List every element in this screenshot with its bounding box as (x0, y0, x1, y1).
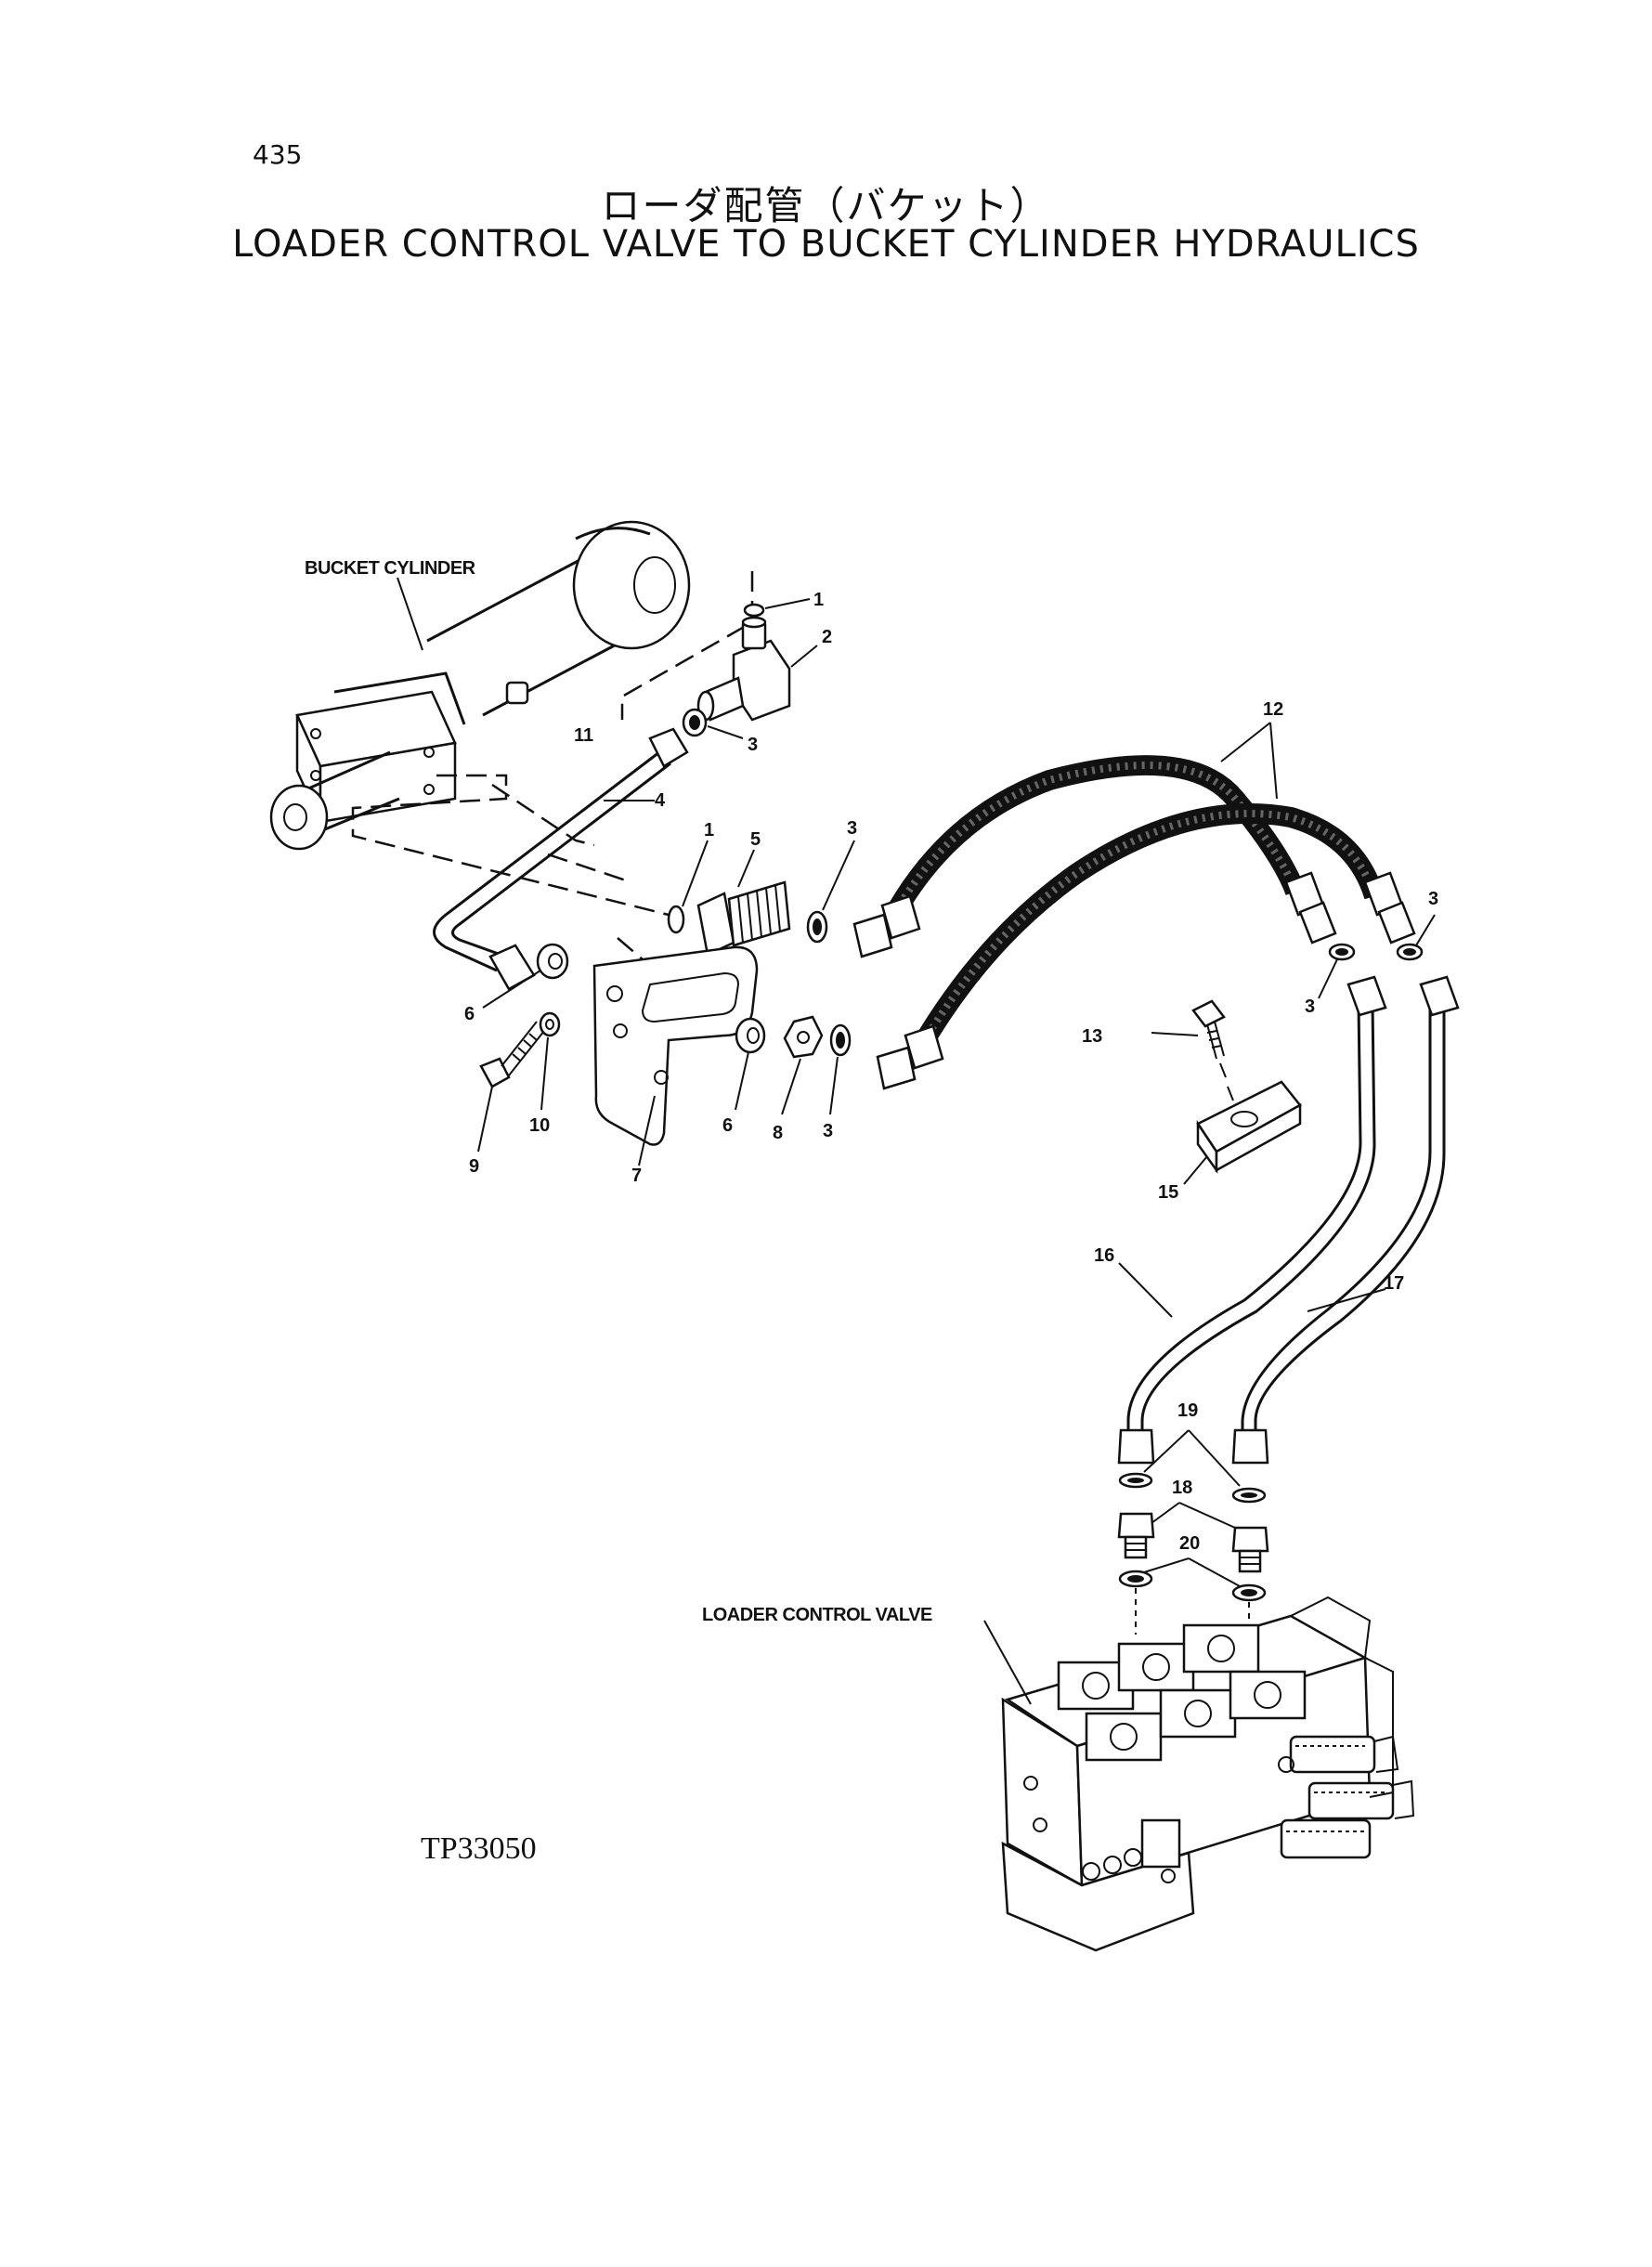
bucket-cylinder-label: BUCKET CYLINDER (305, 558, 476, 579)
part-3-seal-b (806, 840, 855, 944)
callout-20: 20 (1179, 1533, 1200, 1554)
part-12-hoses (852, 722, 1416, 1090)
loader-control-valve (983, 1596, 1415, 1952)
part-6-washer-left (482, 943, 569, 1009)
callout-7: 7 (631, 1166, 642, 1186)
callout-3-right-mid: 3 (1305, 997, 1315, 1017)
part-8-nut (781, 1015, 824, 1115)
callout-5: 5 (750, 829, 761, 850)
callout-3-upper: 3 (748, 735, 758, 755)
callout-9: 9 (469, 1156, 479, 1177)
callout-16: 16 (1094, 1245, 1114, 1266)
callout-18: 18 (1172, 1478, 1192, 1498)
bucket-cylinder (269, 520, 691, 851)
page-number: 435 (253, 139, 303, 170)
part-17-pipe (1231, 975, 1460, 1465)
callout-1-upper: 1 (813, 590, 824, 610)
callout-8: 8 (773, 1123, 783, 1143)
part-13-bolt (1151, 999, 1234, 1101)
part-7-bracket (592, 945, 759, 1166)
callout-15: 15 (1158, 1182, 1178, 1203)
callout-6-left: 6 (464, 1004, 475, 1024)
part-6-washer-right (735, 1017, 766, 1111)
callout-numbers: 1 2 3 11 4 1 5 3 12 3 3 6 13 15 10 7 6 8… (464, 590, 1438, 1554)
part-1-oring-lower (667, 840, 709, 934)
part-4-tube (433, 727, 689, 991)
callout-3-lower: 3 (823, 1121, 833, 1141)
callout-3-right-top: 3 (1428, 889, 1438, 909)
part-19-orings (1118, 1429, 1267, 1504)
part-1-oring-upper (743, 598, 811, 618)
callout-11: 11 (574, 725, 593, 746)
part-2-elbow-fitting (696, 616, 818, 722)
callout-2: 2 (822, 627, 832, 647)
drawing-number: TP33050 (421, 1831, 537, 1866)
part-16-pipe (1117, 975, 1387, 1465)
part-5-connector (696, 849, 791, 957)
part-9-bolt (477, 1021, 545, 1153)
callout-13: 13 (1082, 1026, 1102, 1047)
callout-19: 19 (1177, 1401, 1198, 1421)
loader-control-valve-label: LOADER CONTROL VALVE (702, 1605, 932, 1625)
callout-6-right: 6 (722, 1115, 733, 1136)
callout-3-middle: 3 (847, 818, 857, 839)
part-3-seal-c (1318, 943, 1356, 999)
callout-17: 17 (1384, 1273, 1404, 1294)
part-10-washer (539, 1011, 561, 1111)
callout-1-lower: 1 (704, 820, 714, 840)
callout-10: 10 (529, 1115, 550, 1136)
part-15-clamp (1183, 1080, 1302, 1185)
title-english: LOADER CONTROL VALVE TO BUCKET CYLINDER … (232, 223, 1420, 266)
callout-4: 4 (655, 790, 666, 811)
part-3-seal-d (1396, 914, 1436, 961)
title-japanese: ローダ配管（バケット） (601, 183, 1051, 228)
part-3-seal-a (682, 708, 744, 739)
part-18-adapters (1117, 1502, 1269, 1573)
part-3-seal-e (829, 1023, 852, 1115)
callout-12: 12 (1263, 699, 1283, 720)
